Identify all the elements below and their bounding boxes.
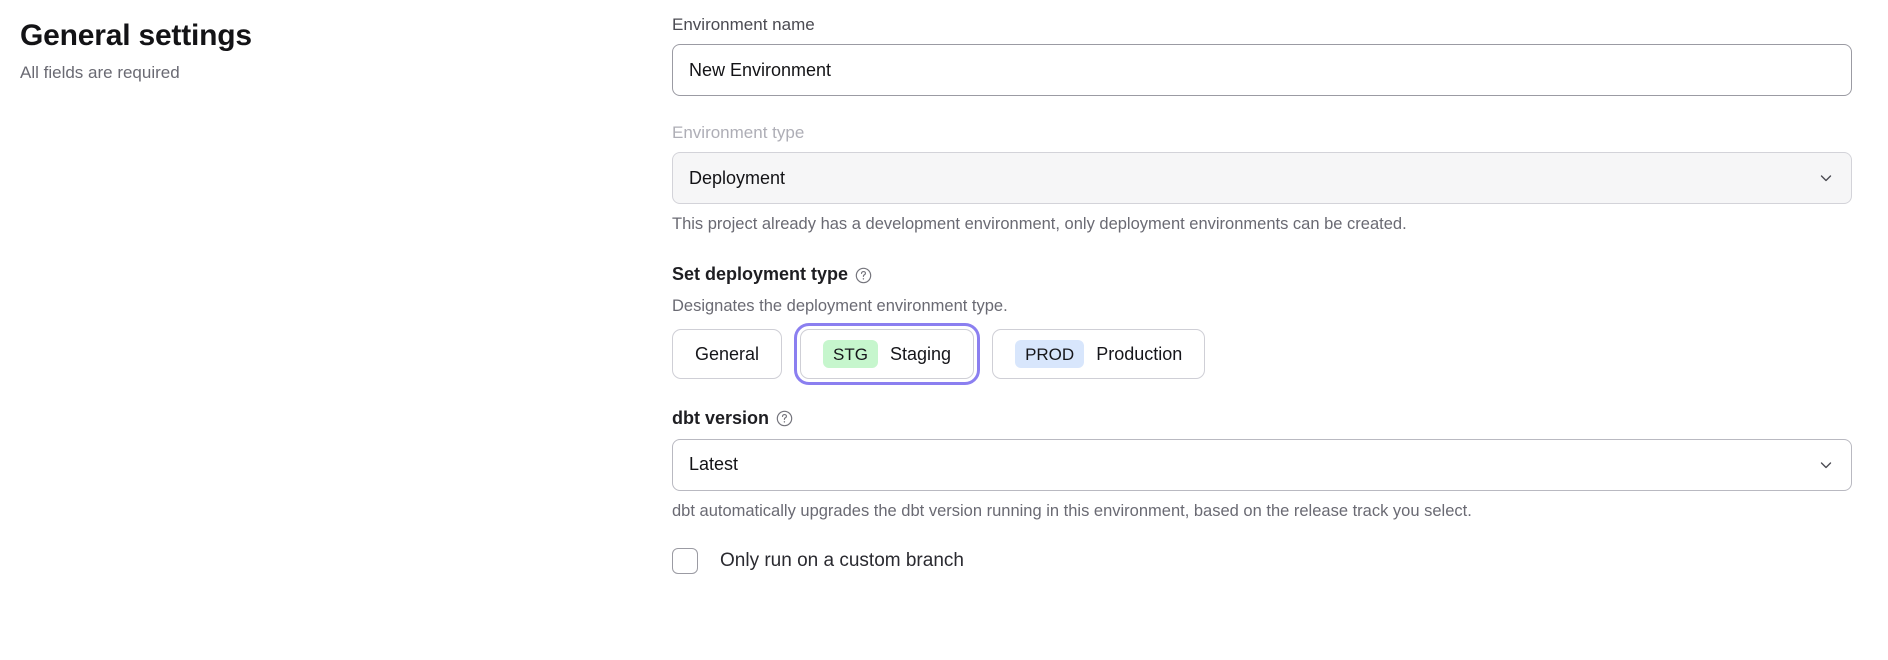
dbt-version-field: dbt version Latest dbt automatica — [672, 407, 1852, 522]
chevron-down-icon — [1819, 171, 1833, 185]
deployment-type-options: General STG Staging PROD Production — [672, 323, 1852, 386]
environment-type-field: Environment type Deployment This project… — [672, 122, 1852, 235]
deployment-type-description: Designates the deployment environment ty… — [672, 296, 1008, 315]
deployment-type-option-general-label: General — [695, 344, 760, 365]
environment-name-input[interactable]: New Environment — [672, 44, 1852, 97]
page-title: General settings — [20, 19, 252, 52]
deployment-type-option-production[interactable]: PROD Production — [992, 329, 1206, 380]
dbt-version-select[interactable]: Latest — [672, 438, 1852, 491]
custom-branch-row: Only run on a custom branch — [672, 547, 1852, 574]
help-circle-icon[interactable] — [855, 267, 872, 284]
help-circle-icon[interactable] — [776, 410, 793, 427]
deployment-type-field: Set deployment type Designates the deplo… — [672, 263, 1852, 386]
environment-type-value: Deployment — [689, 167, 786, 188]
settings-header: General settings All fields are required — [20, 18, 620, 84]
environment-type-select[interactable]: Deployment — [672, 152, 1852, 205]
deployment-type-option-staging-label: Staging — [890, 344, 952, 365]
production-badge: PROD — [1015, 340, 1085, 369]
custom-branch-label[interactable]: Only run on a custom branch — [720, 550, 964, 572]
deployment-type-option-staging[interactable]: STG Staging — [794, 323, 981, 386]
environment-type-helper-text: This project already has a development e… — [672, 215, 1407, 234]
environment-name-label: Environment name — [672, 15, 815, 34]
general-settings-form: Environment name New Environment Environ… — [672, 14, 1852, 574]
environment-type-label: Environment type — [672, 123, 805, 143]
dbt-version-value: Latest — [689, 454, 739, 474]
page-subtitle: All fields are required — [20, 63, 180, 82]
deployment-type-option-general[interactable]: General — [672, 329, 783, 380]
deployment-type-label: Set deployment type — [672, 264, 849, 285]
chevron-down-icon — [1819, 458, 1833, 472]
environment-name-field: Environment name New Environment — [672, 14, 1852, 97]
deployment-type-option-production-label: Production — [1096, 344, 1183, 365]
dbt-version-label-row: dbt version — [672, 407, 1852, 430]
deployment-type-label-row: Set deployment type — [672, 263, 1852, 286]
dbt-version-helper-text: dbt automatically upgrades the dbt versi… — [672, 501, 1472, 520]
staging-badge: STG — [823, 340, 878, 369]
custom-branch-checkbox[interactable] — [672, 547, 698, 574]
dbt-version-label: dbt version — [672, 408, 770, 429]
